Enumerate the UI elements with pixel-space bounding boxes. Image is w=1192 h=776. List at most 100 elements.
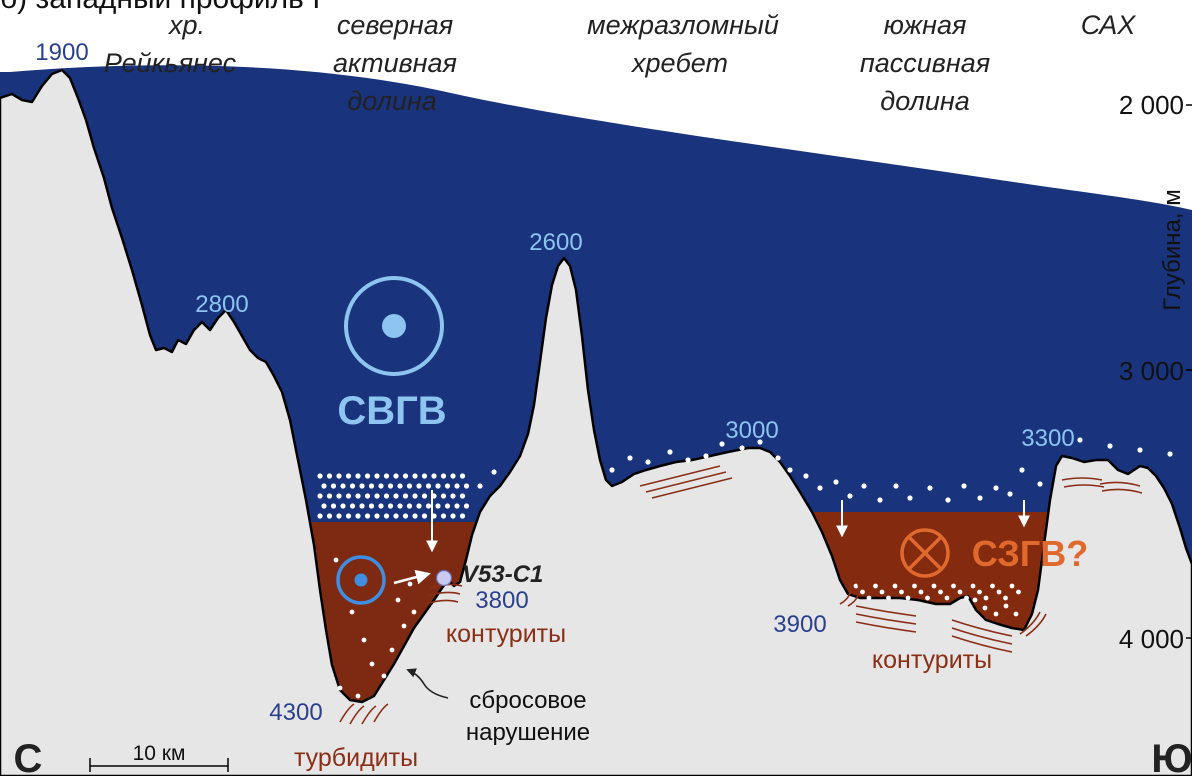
sediment-dot: [1137, 447, 1143, 453]
sediment-dot: [972, 597, 978, 603]
sediment-dot: [905, 595, 911, 601]
sediment-dot: [977, 495, 983, 501]
depth-label-1900: 1900: [35, 39, 88, 66]
sediment-dot: [1009, 583, 1015, 589]
sediment-dot: [477, 483, 483, 489]
region-south-valley-line2: пассивная: [860, 48, 990, 78]
sediment-dot: [416, 503, 422, 509]
sediment-dot: [925, 595, 930, 601]
sediment-dot: [378, 483, 384, 489]
sediment-dot: [886, 595, 891, 601]
contourite-hatching: [339, 465, 1143, 725]
depth-axis-ticks: [1186, 104, 1192, 639]
sediment-dot: [336, 513, 342, 519]
region-north-valley-line2: активная: [333, 48, 457, 78]
sediment-dot: [402, 473, 409, 479]
depth-label-3000: 3000: [725, 417, 778, 444]
sediment-dot: [440, 513, 447, 519]
sediment-dot: [1037, 481, 1043, 487]
sediment-dot: [349, 503, 356, 509]
region-labels: хр. Рейкьянес северная активная долина м…: [104, 10, 1136, 116]
sediment-dot: [803, 473, 809, 479]
sediment-dot: [893, 483, 899, 489]
sediment-dot: [421, 473, 428, 479]
sediment-dot: [345, 493, 352, 499]
sediment-dot: [927, 485, 933, 491]
suspended-sediment-dots: [317, 437, 1173, 699]
sediment-dot: [326, 493, 333, 499]
fault-label-line2: нарушение: [466, 719, 590, 746]
sediment-dot: [945, 497, 951, 503]
sediment-dot: [463, 483, 470, 489]
sediment-dot: [369, 661, 375, 667]
sediment-dot: [993, 485, 999, 491]
sediment-dot: [1167, 451, 1173, 457]
aabw-flow-symbol: [900, 528, 950, 578]
sediment-dot: [387, 503, 394, 509]
sediment-dot: [364, 473, 371, 479]
sediment-dot: [326, 513, 333, 519]
sediment-dot: [368, 503, 375, 509]
sediment-dot: [393, 513, 399, 519]
sediment-dot: [340, 503, 346, 509]
sediment-dot: [866, 595, 872, 601]
sediment-dot: [873, 583, 878, 589]
sediment-dot: [412, 513, 418, 519]
sediment-dot: [1077, 437, 1083, 443]
nadw-label: СВГВ: [337, 389, 446, 433]
sediment-dot: [454, 503, 460, 509]
sediment-dot: [406, 483, 413, 489]
sediment-dot: [326, 473, 333, 479]
sediment-dot: [719, 441, 725, 447]
depth-label-3800: 3800: [475, 587, 528, 614]
sediment-dot: [374, 493, 380, 499]
sediment-dot: [627, 455, 633, 461]
sediment-dot: [355, 473, 361, 479]
sediment-dot: [421, 493, 428, 499]
sediment-dot: [336, 473, 342, 479]
sediment-dot: [387, 483, 394, 489]
depth-label-2600: 2600: [529, 229, 582, 256]
sediment-dot: [402, 513, 409, 519]
region-interfracture-line2: хребет: [630, 48, 728, 78]
sediment-dot: [321, 503, 327, 509]
sediment-dot: [491, 469, 497, 475]
nadw-flow-symbol: [344, 276, 444, 376]
sediment-dot: [899, 589, 904, 595]
sediment-dot: [450, 493, 456, 499]
sediment-dot: [393, 493, 399, 499]
sediment-dot: [317, 513, 323, 519]
sediment-dot: [703, 453, 709, 459]
depth-label-4300: 4300: [269, 699, 322, 726]
sediment-dot: [775, 455, 781, 461]
sediment-dot: [435, 483, 441, 489]
sediment-dot: [993, 611, 999, 617]
sediment-dot: [336, 493, 342, 499]
sediment-dot: [450, 473, 456, 479]
seafloor-rock: [0, 68, 1192, 776]
sediment-dot: [892, 583, 898, 589]
sediment-dot: [349, 483, 356, 489]
sediment-dot: [401, 623, 407, 629]
sediment-dot: [333, 557, 339, 563]
sediment-dot: [368, 483, 375, 489]
sediment-dot: [454, 483, 460, 489]
sediment-dot: [990, 583, 995, 589]
sediment-dot: [1007, 491, 1013, 497]
sediment-dot: [411, 609, 417, 615]
sediment-dot: [877, 497, 883, 503]
sediment-dot: [406, 503, 413, 509]
sediment-dot: [374, 473, 380, 479]
sediment-dot: [378, 503, 384, 509]
sediment-dot: [431, 473, 437, 479]
sediment-dot: [364, 513, 371, 519]
sediment-dot: [739, 445, 745, 451]
sediment-dot: [951, 583, 956, 589]
sediment-dot: [970, 583, 976, 589]
sediment-dot: [645, 459, 651, 465]
sediment-dot: [397, 503, 403, 509]
sediment-dot: [1107, 443, 1113, 449]
contourites-label-south: контуриты: [872, 646, 992, 674]
sediment-dot: [957, 589, 963, 595]
